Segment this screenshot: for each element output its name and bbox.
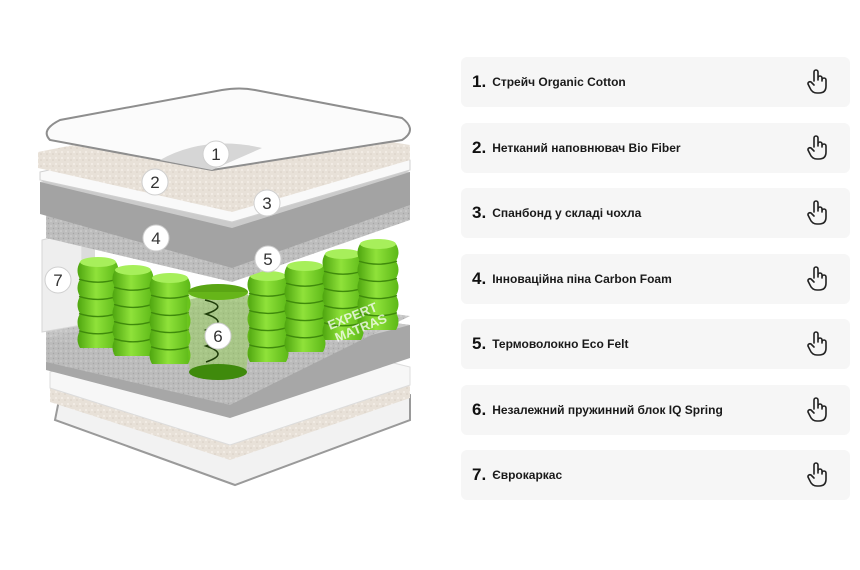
spring-ring [358, 294, 398, 300]
spring-ring [358, 277, 398, 283]
spring-coil [284, 266, 326, 352]
spring-coil [77, 262, 119, 348]
layer-number: 7. [472, 465, 487, 484]
spring-ring [113, 303, 153, 309]
spring-ring [248, 309, 288, 315]
spring-cap [80, 257, 116, 267]
layer-number: 5. [472, 334, 487, 353]
tap-hand-icon[interactable] [806, 396, 828, 423]
badge-5: 5 [254, 245, 282, 273]
layer-number: 1. [472, 72, 487, 91]
layer-item-1[interactable]: 1. Стрейч Organic Cotton [461, 57, 850, 107]
spring-ring [285, 282, 325, 287]
spring-cap [152, 273, 188, 283]
spring-ring [358, 260, 398, 265]
layer-label: Термоволокно Eco Felt [492, 337, 629, 351]
tap-hand-icon[interactable] [806, 331, 828, 357]
spring-ring [248, 292, 288, 297]
spring-coil [149, 278, 191, 364]
layers-list: 1. Стрейч Organic Cotton 2. Нетканий нап… [461, 57, 850, 516]
spring-cap [115, 265, 151, 275]
spring-ring [150, 311, 190, 317]
svg-text:7: 7 [53, 271, 62, 290]
spring-coil [112, 270, 154, 356]
spring-ring [358, 312, 398, 317]
spring-cap [360, 239, 396, 249]
spring-ring [150, 346, 190, 351]
badge-2: 2 [141, 168, 169, 196]
layer-number: 4. [472, 268, 487, 288]
badge-1: 1 [202, 140, 230, 168]
layer-item-3[interactable]: 3. Спанбонд у складі чохла [461, 188, 850, 238]
spring-cap [250, 271, 286, 281]
spring-cap [325, 249, 361, 259]
badge-6: 6 [204, 322, 232, 350]
spring-ring [285, 299, 325, 305]
layer-number: 6. [472, 399, 487, 419]
layer-label: Нетканий наповнювач Bio Fiber [492, 140, 681, 155]
layer-item-2[interactable]: 2. Нетканий наповнювач Bio Fiber [461, 122, 850, 173]
svg-text:3: 3 [262, 194, 271, 213]
layer-item-6[interactable]: 6. Незалежний пружинний блок IQ Spring [461, 384, 850, 435]
spring-coil [322, 254, 364, 340]
spring-ring [150, 294, 190, 299]
spring-ring [113, 286, 153, 291]
layer-number: 3. [472, 203, 487, 222]
svg-text:6: 6 [213, 327, 222, 346]
layer-label: Стрейч Organic Cotton [492, 75, 626, 89]
spring-ring [285, 316, 325, 322]
top-cover [45, 87, 411, 172]
mattress-layers-illustration: EXPERT MATRAS 1 2 3 4 5 6 7 [38, 87, 411, 487]
layer-item-7[interactable]: 7. Єврокаркас [461, 450, 850, 500]
layer-label: Єврокаркас [492, 468, 563, 482]
tap-hand-icon[interactable] [806, 462, 828, 488]
spring-ring [248, 326, 288, 332]
layer-label: Інноваційна піна Carbon Foam [492, 271, 672, 286]
spring-coil [357, 244, 399, 330]
spring-ring [285, 334, 325, 339]
layer-label: Незалежний пружинний блок IQ Spring [492, 402, 723, 417]
spring-coil [247, 276, 289, 362]
tap-hand-icon[interactable] [806, 134, 828, 161]
spring-cap [287, 261, 323, 271]
spring-ring [113, 338, 153, 343]
badge-4: 4 [142, 224, 170, 252]
svg-text:1: 1 [211, 145, 220, 164]
spring-block [77, 239, 399, 364]
svg-text:5: 5 [263, 250, 272, 269]
layer-number: 2. [472, 137, 487, 157]
badge-7: 7 [44, 266, 72, 294]
badge-3: 3 [253, 189, 281, 217]
layer-label: Спанбонд у складі чохла [492, 206, 642, 220]
svg-text:4: 4 [151, 229, 160, 248]
tap-hand-icon[interactable] [806, 265, 828, 292]
tap-hand-icon[interactable] [806, 69, 828, 95]
layer-item-4[interactable]: 4. Інноваційна піна Carbon Foam [461, 253, 850, 304]
spring-ring [248, 344, 288, 349]
spring-ring [150, 328, 190, 334]
layer-item-5[interactable]: 5. Термоволокно Eco Felt [461, 319, 850, 369]
spring-ring [113, 320, 153, 326]
svg-text:2: 2 [150, 173, 159, 192]
tap-hand-icon[interactable] [806, 200, 828, 226]
